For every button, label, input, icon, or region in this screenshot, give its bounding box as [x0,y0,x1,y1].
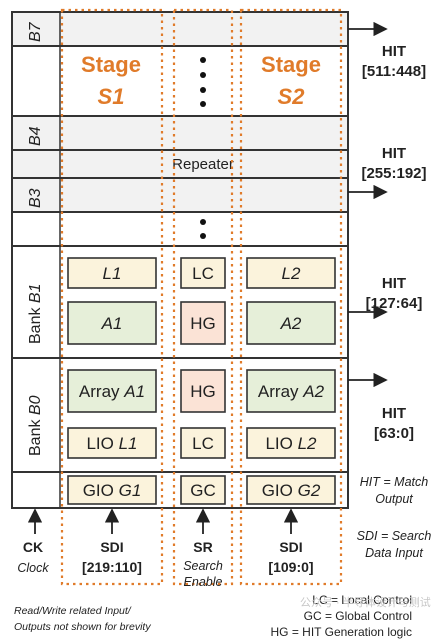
lc-definition: LC = Local Control [312,593,412,607]
watermark: 公众号 · 半导体设计与测试 [300,595,431,609]
bank-b7-row [11,11,349,47]
lio-l1-block [67,427,157,459]
stage-s2-label: Stage [261,52,321,77]
l2-block [246,257,336,289]
l1-block [67,257,157,289]
sdi-definition-2: Data Input [365,546,423,560]
bank-b3-label: B3 [27,188,44,208]
sdi-definition-1: SDI = Search [357,529,432,543]
repeater-row [11,149,349,179]
hg2-block [180,369,226,413]
gc-label: GC [190,481,216,500]
a1-block [67,301,157,345]
hit-3-range: [127:64] [366,295,423,312]
array-a1-block [67,369,157,413]
ck-label: CK [23,539,43,555]
hit-definition-2: Output [375,492,413,506]
sdi1-range: [219:110] [82,559,142,575]
sdi2-label: SDI [279,539,302,555]
hit-4-label: HIT [382,405,406,422]
sr-description-2: Enable [184,575,223,589]
control-column-outline [172,8,234,586]
stage-s2-outline [239,8,343,586]
gc-block [180,475,226,505]
hit-2-range: [255:192] [361,165,426,182]
lc-block [180,257,226,289]
hit-3-label: HIT [382,275,406,292]
bank-b7-area [11,45,349,117]
lio-l1-label: LIO L1 [86,434,137,453]
bank-b4-label: B4 [27,126,44,146]
hit-2-label: HIT [382,145,406,162]
read-write-note-1: Read/Write related Input/ [14,605,132,617]
hit-1-label: HIT [382,43,406,60]
bank-b1-label: Bank B1 [27,284,44,345]
array-a2-block [246,369,336,413]
a2-block [246,301,336,345]
stage-s1-outline [60,8,164,586]
bank-b0-label: Bank B0 [27,395,44,456]
ck-description: Clock [17,561,49,575]
sr-description-1: Search [183,559,223,573]
gio-g1-block [67,475,157,505]
a2-label: A2 [280,314,302,333]
repeater-label: Repeater [172,156,234,173]
gio-g2-label: GIO G2 [262,481,321,500]
bank-b3-area [11,211,349,247]
lc-label: LC [192,264,214,283]
bank-b7-label: B7 [27,21,44,42]
read-write-note-2: Outputs not shown for brevity [14,621,151,633]
array-a1-label: Array A1 [79,382,145,401]
gio-g1-label: GIO G1 [83,481,142,500]
lc2-label: LC [192,434,214,453]
lc2-block [180,427,226,459]
a1-label: A1 [101,314,123,333]
hit-4-range: [63:0] [374,425,414,442]
lio-l2-block [246,427,336,459]
ellipsis-dots-upper [200,57,206,107]
stage-s1-label: Stage [81,52,141,77]
l1-label: L1 [103,264,122,283]
stage-s2-name: S2 [278,84,306,109]
hg2-label: HG [190,382,216,401]
gc-definition: GC = Global Control [304,609,412,623]
hit-1-range: [511:448] [362,63,426,80]
hg-block [180,301,226,345]
lio-l2-label: LIO L2 [265,434,317,453]
sdi2-range: [109:0] [268,559,313,575]
gio-g2-block [246,475,336,505]
sdi1-label: SDI [100,539,123,555]
l2-label: L2 [282,264,301,283]
hg-definition: HG = HIT Generation logic [270,625,412,639]
hit-definition-1: HIT = Match [360,475,428,489]
sr-label: SR [193,539,212,555]
array-a2-label: Array A2 [258,382,325,401]
stage-s1-name: S1 [98,84,125,109]
ellipsis-dots-lower [200,219,206,239]
hg-label: HG [190,314,216,333]
